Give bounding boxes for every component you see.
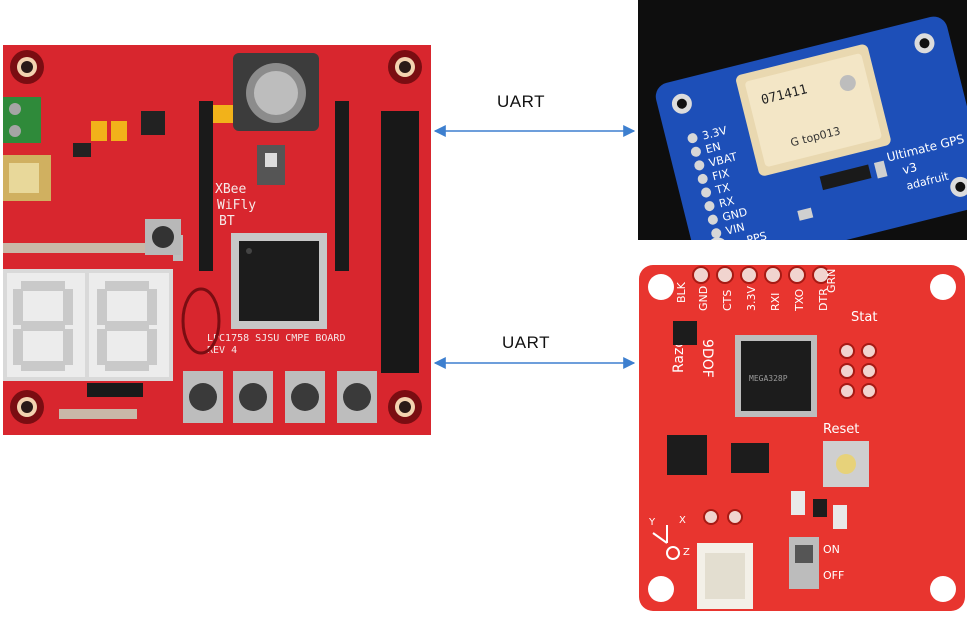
axis-x-label: X — [679, 515, 686, 526]
coin-cell-holder — [233, 53, 319, 131]
imu-module-photo: BLK GND CTS 3.3V RXI TXO DTR GRN 9DOF Ra… — [637, 263, 967, 613]
imu-reset-button — [823, 441, 869, 487]
xbee-header-left — [199, 101, 213, 271]
imu-pin-label: BLK — [675, 281, 688, 303]
seven-segment-display — [3, 269, 173, 381]
imu-pin-label: TXO — [793, 288, 806, 312]
board-title: LPC1758 SJSU CMPE BOARD — [207, 333, 345, 344]
imu-stat-label: Stat — [851, 310, 877, 325]
axis-y-label: Y — [648, 517, 656, 528]
terminal-block — [3, 97, 41, 143]
xbee-header-right — [335, 101, 349, 271]
xbee-label-1: XBee — [215, 182, 246, 197]
imu-mcu: MEGA328P — [735, 335, 817, 417]
imu-pin-label: CTS — [721, 290, 734, 311]
board-revision: REV 4 — [207, 345, 237, 356]
mounting-hole-icon — [10, 50, 422, 424]
right-pin-header — [381, 111, 419, 373]
gps-pin-label: RX — [718, 194, 736, 210]
imu-mcu-label: MEGA328P — [749, 374, 788, 383]
gps-pin-label: GND — [721, 205, 749, 224]
imu-pin-label: RXI — [769, 293, 782, 311]
gps-pcb: 071411 G top013 3.3V EN VBAT FIX TX RX G… — [655, 16, 967, 240]
gps-pin-label: 3.3V — [701, 124, 729, 143]
gps-pin-label: PPS — [745, 229, 768, 240]
imu-reset-label: Reset — [823, 422, 859, 437]
axis-z-label: Z — [683, 547, 690, 558]
axis-orientation-icon — [652, 525, 680, 560]
uart-label-imu: UART — [502, 333, 550, 352]
imu-pin-label: 3.3V — [745, 286, 758, 311]
imu-pcb — [639, 265, 965, 611]
sjsu-board-photo: XBee WiFly BT — [3, 45, 431, 435]
xbee-label-3: BT — [219, 214, 235, 229]
imu-title-1: 9DOF — [699, 339, 715, 378]
imu-pin-label: DTR — [817, 288, 830, 311]
imu-pin-label: GRN — [825, 269, 838, 293]
gps-module-photo: 071411 G top013 3.3V EN VBAT FIX TX RX G… — [638, 0, 967, 240]
lpc1758-chip — [231, 233, 327, 329]
gps-pin-label: TX — [713, 181, 731, 197]
gps-version: v3 — [901, 160, 919, 177]
uart-label-gps: UART — [497, 92, 545, 111]
push-buttons-row — [183, 371, 377, 423]
xbee-label-2: WiFly — [217, 198, 256, 213]
imu-on-label: ON — [823, 543, 840, 556]
imu-off-label: OFF — [823, 569, 844, 582]
imu-pin-label: GND — [697, 286, 710, 311]
power-switch — [789, 537, 819, 589]
gps-pin-label: EN — [704, 140, 722, 156]
battery-connector — [697, 509, 753, 609]
gps-pin-label: FIX — [711, 166, 731, 183]
gps-pin-label: VIN — [725, 220, 747, 237]
